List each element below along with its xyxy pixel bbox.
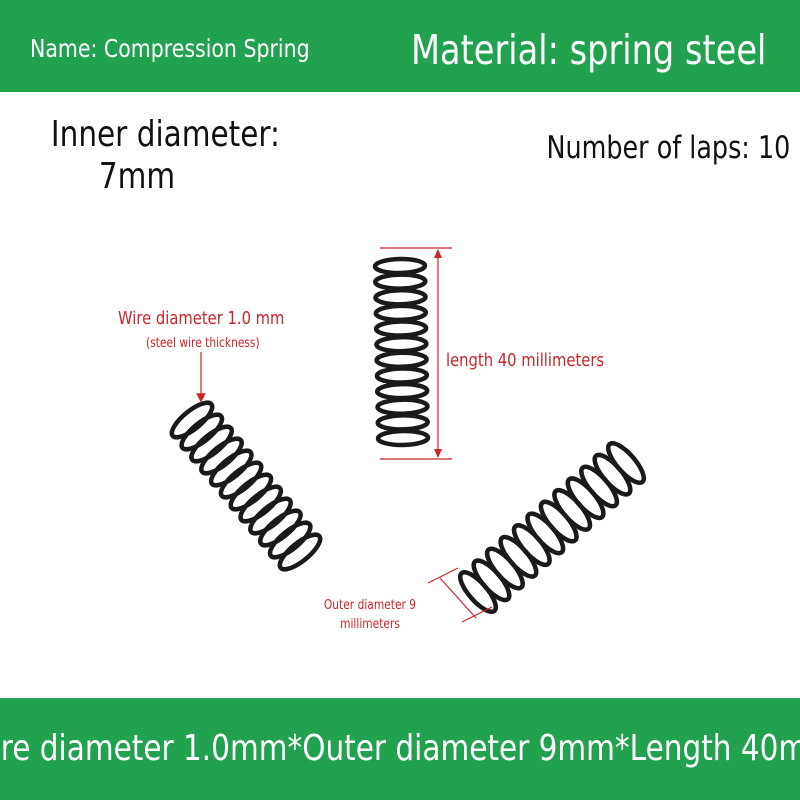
spring-coil [373,319,429,338]
bottom-banner: Wire diameter 1.0mm*Outer diameter 9mm*L… [0,698,800,800]
spring-coil [374,334,429,354]
length-arrow-bottom [434,449,442,458]
spring-coil [372,256,428,276]
spring-coil [374,381,430,401]
wire-diameter-annotation: Wire diameter 1.0 mm [118,308,285,329]
spring-coil [189,424,235,464]
length-dimension [380,247,452,460]
spring-coil [374,366,430,385]
spring-coil [248,496,293,536]
spring-coil [208,448,254,488]
laps-label: Number of laps: 10 [546,130,790,166]
spring-coil [238,484,284,524]
spring-coil [169,400,215,440]
spring-coil [375,397,430,416]
material-label: Material: spring steel [410,26,766,74]
top-banner: Name: Compression Spring Material: sprin… [0,0,800,92]
spring-left [169,400,323,572]
outer-diameter-annotation: Outer diameter 9 millimeters [323,598,417,632]
spring-coil [218,460,264,500]
spring-coil [373,288,428,307]
spring-coil [373,303,429,323]
spring-coil [373,272,428,291]
spring-center [372,256,431,448]
spring-coil [375,428,431,448]
spring-coil [257,508,303,548]
spring-coil [375,413,430,432]
length-annotation: length 40 millimeters [446,350,605,371]
inner-diameter-label: Inner diameter: 7mm [32,114,280,198]
spec-summary: Wire diameter 1.0mm*Outer diameter 9mm*L… [0,728,800,769]
spring-coil [199,436,244,476]
spring-coil [179,412,225,452]
product-name: Name: Compression Spring [30,34,310,63]
spring-coil [374,350,429,370]
spring-coil [277,532,323,572]
wire-diameter-subtitle: (steel wire thickness) [146,336,260,351]
spring-right [457,441,647,614]
spring-coil [267,520,313,560]
spring-coil [457,570,499,614]
spring-coil [228,472,274,512]
inner-diameter-value: 7mm [98,156,176,197]
length-arrow-top [434,249,442,258]
outer-diameter-dimension [427,567,493,623]
